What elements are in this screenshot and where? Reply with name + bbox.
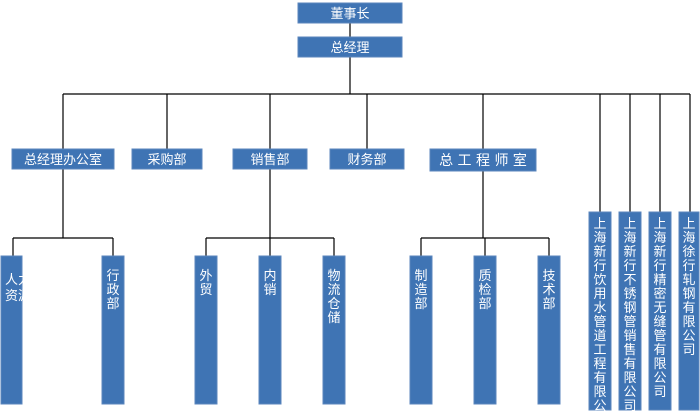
unit-domestic-label: 内销 — [263, 268, 276, 298]
company-stainless-sales-label: 上海新行不锈钢管销售有限公司 — [623, 217, 636, 414]
unit-hr: 人力 资源 — [0, 255, 35, 405]
unit-quality-label: 质检部 — [478, 269, 491, 312]
dept-chief-engineer-label: 总 工 程 师 室 — [439, 152, 527, 169]
unit-quality: 质检部 — [473, 255, 497, 405]
unit-technical-label: 技术部 — [542, 269, 555, 312]
company-seamless-tube: 上海新行精密无缝管有限公司 — [648, 211, 672, 411]
unit-hr-label: 人力 资源 — [5, 273, 35, 304]
node-gm-label: 总经理 — [330, 41, 369, 56]
dept-sales: 销售部 — [232, 148, 308, 170]
company-rolling-steel-label: 上海徐行轧钢有限公司 — [682, 217, 695, 358]
dept-gm-office: 总经理办公室 — [11, 148, 115, 170]
node-chairman-label: 董事长 — [330, 7, 369, 22]
company-water-pipe-label: 上海新行饮用水管道工程有限公司 — [593, 217, 606, 414]
dept-gm-office-label: 总经理办公室 — [24, 152, 102, 168]
unit-admin: 行政部 — [101, 255, 125, 405]
unit-export: 外贸 — [194, 255, 218, 405]
dept-sales-label: 销售部 — [250, 152, 289, 168]
dept-finance: 财务部 — [329, 148, 405, 170]
unit-admin-label: 行政部 — [106, 269, 119, 312]
node-gm: 总经理 — [297, 36, 403, 58]
dept-finance-label: 财务部 — [347, 152, 386, 168]
dept-purchasing: 采购部 — [131, 148, 203, 170]
unit-manufacturing-label: 制造部 — [414, 269, 427, 312]
company-seamless-tube-label: 上海新行精密无缝管有限公司 — [653, 217, 666, 400]
unit-technical: 技术部 — [537, 255, 561, 405]
unit-export-label: 外贸 — [199, 269, 212, 298]
dept-purchasing-label: 采购部 — [147, 152, 186, 168]
company-stainless-sales: 上海新行不锈钢管销售有限公司 — [618, 211, 642, 414]
unit-logistics-label: 物流仓储 — [327, 269, 340, 326]
company-water-pipe: 上海新行饮用水管道工程有限公司 — [588, 211, 612, 414]
node-chairman: 董事长 — [297, 2, 403, 24]
unit-logistics: 物流仓储 — [322, 255, 346, 405]
company-rolling-steel: 上海徐行轧钢有限公司 — [678, 211, 700, 411]
unit-manufacturing: 制造部 — [409, 255, 433, 405]
unit-domestic: 内销 — [258, 255, 282, 405]
connector-lines — [12, 23, 691, 256]
dept-chief-engineer: 总 工 程 师 室 — [429, 148, 537, 172]
